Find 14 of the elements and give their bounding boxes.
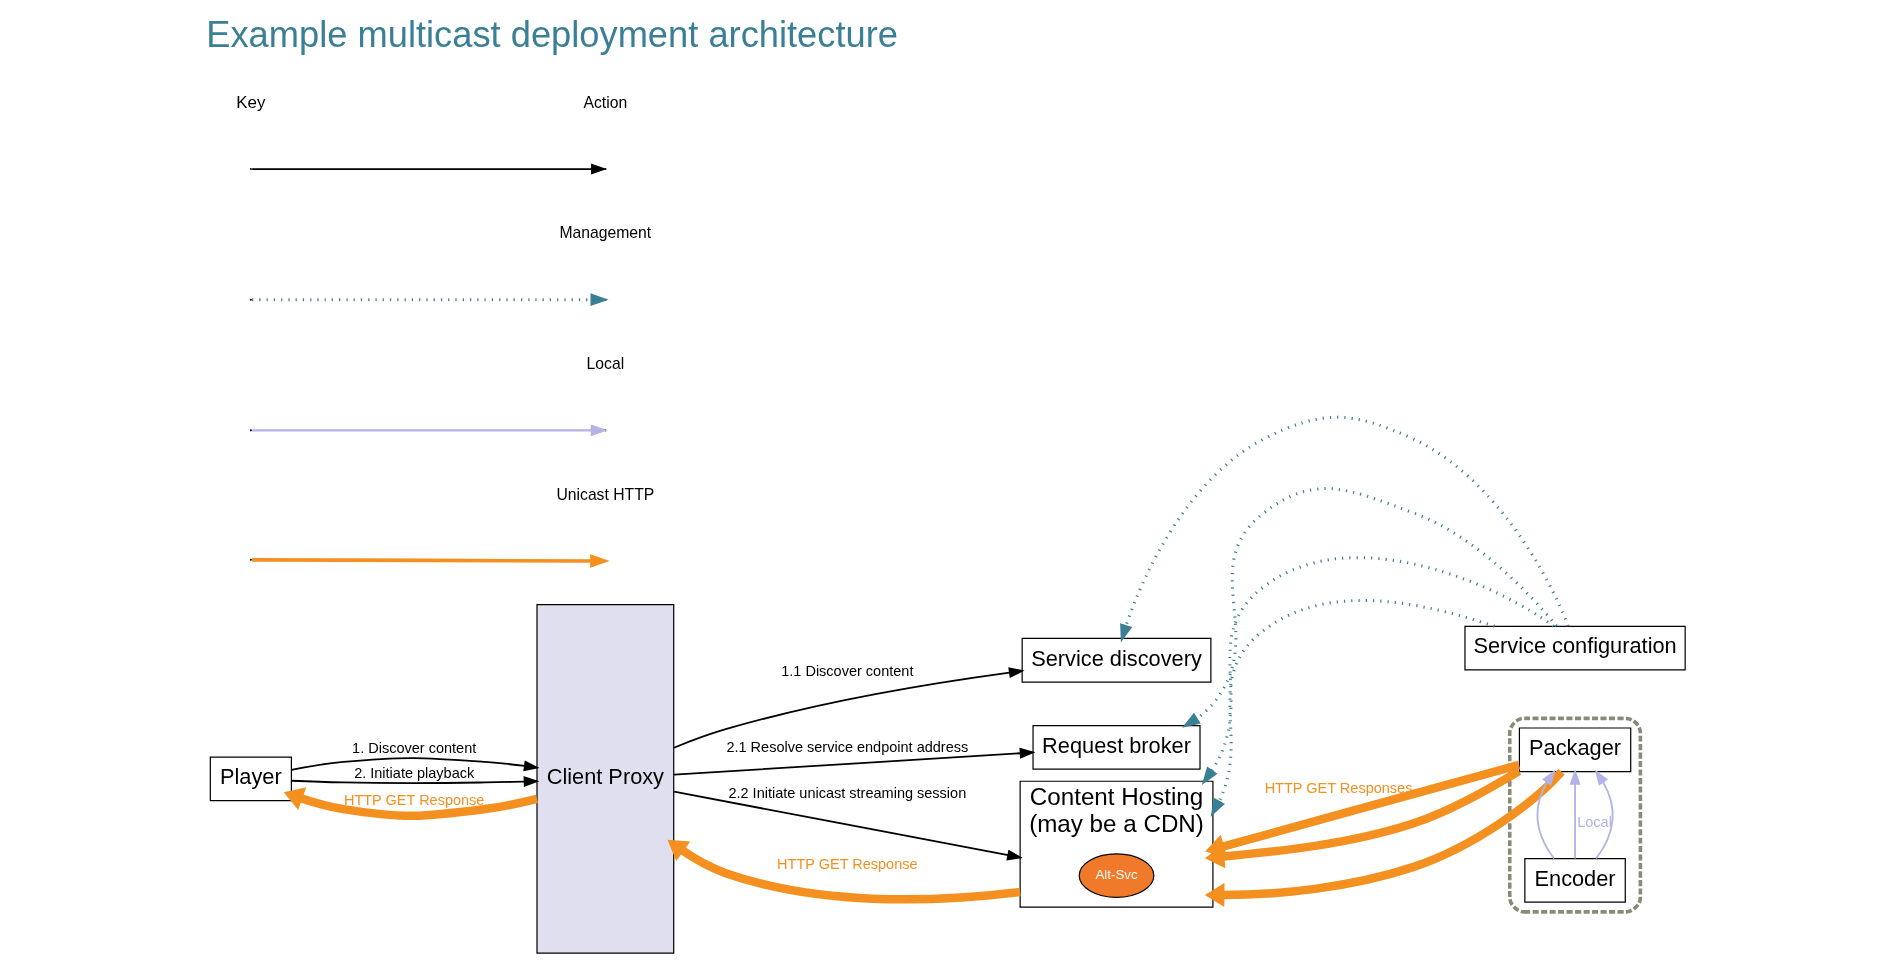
- legend-label: Local: [586, 355, 624, 373]
- edge-label: 1. Discover content: [351, 739, 476, 756]
- legend-label: Action: [583, 93, 627, 111]
- legend-label: Management: [558, 224, 651, 242]
- edge-label: HTTP GET Response: [343, 791, 484, 808]
- diagram-title: Example multicast deployment architecture: [205, 13, 898, 55]
- label: Key: [235, 93, 265, 113]
- edge-label: 1.1 Discover content: [780, 662, 913, 679]
- edge-label: Local: [1576, 813, 1612, 830]
- edge-label: HTTP GET Response: [776, 856, 918, 873]
- edge-label: 2. Initiate playback: [353, 765, 474, 782]
- edge-label: 2.1 Resolve service endpoint address: [725, 738, 968, 755]
- edge-label: 2.2 Initiate unicast streaming session: [727, 784, 966, 801]
- legend-label: Unicast HTTP: [555, 485, 654, 503]
